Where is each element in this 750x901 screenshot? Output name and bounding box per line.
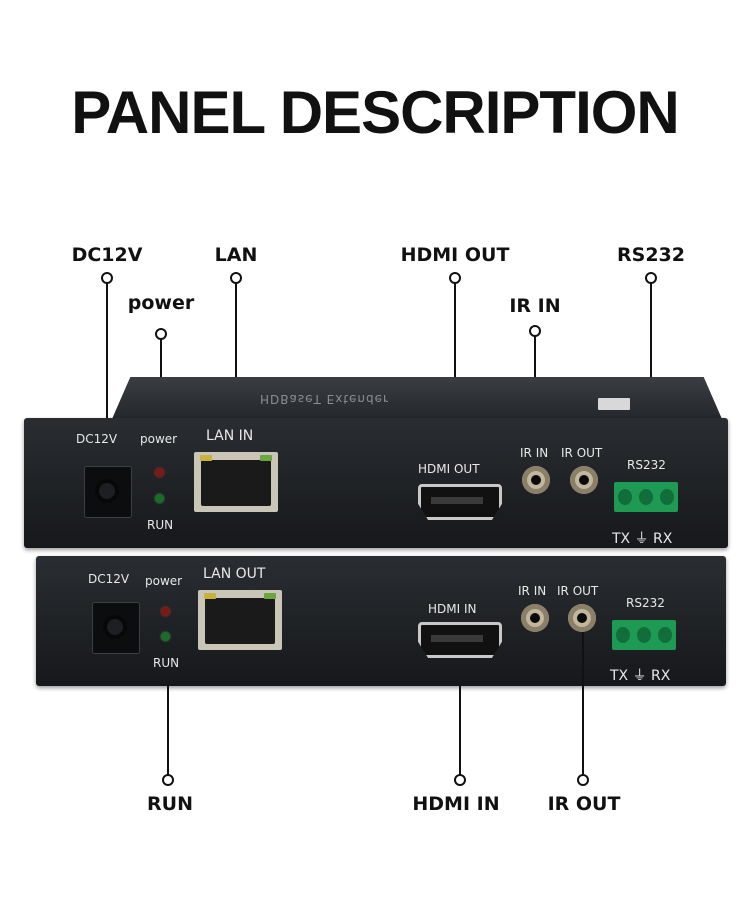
callout-hdmi-out: HDMI OUT — [400, 244, 510, 266]
receiver-top-cover — [112, 377, 722, 419]
callout-ir-in: IR IN — [509, 295, 561, 317]
receiver-rs232-label: RS232 — [627, 458, 666, 472]
receiver-ir-in-jack — [522, 466, 550, 494]
transmitter-lan-label: LAN OUT — [203, 566, 266, 582]
leader-dot-lan — [230, 272, 242, 284]
callout-power: power — [127, 292, 195, 314]
rj45-activity-led — [264, 593, 276, 599]
callout-ir-out: IR OUT — [547, 793, 621, 815]
terminal-screw — [660, 489, 674, 505]
leader-dot-power — [155, 328, 167, 340]
callout-hdmi-in: HDMI IN — [412, 793, 500, 815]
leader-dot-ir-in — [529, 325, 541, 337]
transmitter-rs232-pins-label: TX ⏚ RX — [610, 668, 671, 684]
receiver-ir-in-label: IR IN — [520, 446, 549, 460]
leader-hdmi-out — [454, 278, 456, 426]
leader-rs232 — [650, 278, 652, 428]
terminal-screw — [637, 627, 651, 643]
transmitter-ir-in-jack — [521, 604, 549, 632]
leader-dot-run — [162, 774, 174, 786]
transmitter-run-led — [161, 632, 170, 641]
leader-run — [167, 684, 169, 780]
transmitter-hdmi-in-port — [418, 622, 502, 658]
receiver-run-label: RUN — [147, 518, 174, 532]
page-title: PANEL DESCRIPTION — [71, 79, 680, 146]
receiver-hdmi-out-port — [418, 484, 502, 520]
transmitter-ir-out-jack — [568, 604, 596, 632]
brand-logo — [598, 398, 630, 410]
transmitter-ir-out-label: IR OUT — [557, 584, 599, 598]
transmitter-power-led — [161, 607, 170, 616]
transmitter-power-label: power — [145, 574, 183, 588]
transmitter-dc-power-jack — [92, 602, 140, 654]
rj45-link-led — [204, 593, 216, 599]
receiver-hdmi-label: HDMI OUT — [418, 462, 480, 476]
callout-lan: LAN — [214, 244, 258, 266]
receiver-power-led — [155, 468, 164, 477]
leader-dot-hdmi-out — [449, 272, 461, 284]
rj45-activity-led — [260, 455, 272, 461]
leader-hdmi-in — [459, 686, 461, 780]
receiver-dc-power-jack — [84, 466, 132, 518]
callout-rs232: RS232 — [617, 244, 685, 266]
terminal-screw — [618, 489, 632, 505]
transmitter-front-panel — [36, 556, 726, 686]
receiver-run-led — [155, 494, 164, 503]
leader-dc12v — [106, 278, 108, 430]
leader-dot-rs232 — [645, 272, 657, 284]
receiver-rs232-terminal — [614, 482, 678, 512]
receiver-lan-label: LAN IN — [206, 428, 254, 444]
transmitter-rs232-terminal — [612, 620, 676, 650]
transmitter-hdmi-label: HDMI IN — [428, 602, 477, 616]
leader-dot-dc12v — [101, 272, 113, 284]
callout-dc12v: DC12V — [71, 244, 143, 266]
terminal-screw — [658, 627, 672, 643]
transmitter-run-label: RUN — [153, 656, 180, 670]
receiver-ir-out-label: IR OUT — [561, 446, 603, 460]
transmitter-lan-out-port — [198, 590, 282, 650]
receiver-top-text: HDBaseT Extender — [260, 392, 389, 406]
receiver-lan-in-port — [194, 452, 278, 512]
terminal-screw — [616, 627, 630, 643]
receiver-ir-out-jack — [570, 466, 598, 494]
receiver-rs232-pins-label: TX ⏚ RX — [612, 531, 673, 547]
callout-run: RUN — [147, 793, 193, 815]
transmitter-dc12v-label: DC12V — [88, 572, 130, 586]
leader-dot-hdmi-in — [454, 774, 466, 786]
rj45-socket — [205, 598, 275, 644]
transmitter-ir-in-label: IR IN — [518, 584, 547, 598]
leader-ir-out — [582, 632, 584, 780]
leader-dot-ir-out — [577, 774, 589, 786]
rj45-link-led — [200, 455, 212, 461]
receiver-power-label: power — [140, 432, 178, 446]
rj45-socket — [201, 460, 271, 506]
receiver-dc12v-label: DC12V — [76, 432, 118, 446]
terminal-screw — [639, 489, 653, 505]
leader-lan — [235, 278, 237, 428]
transmitter-rs232-label: RS232 — [626, 596, 665, 610]
receiver-front-panel — [24, 418, 728, 548]
